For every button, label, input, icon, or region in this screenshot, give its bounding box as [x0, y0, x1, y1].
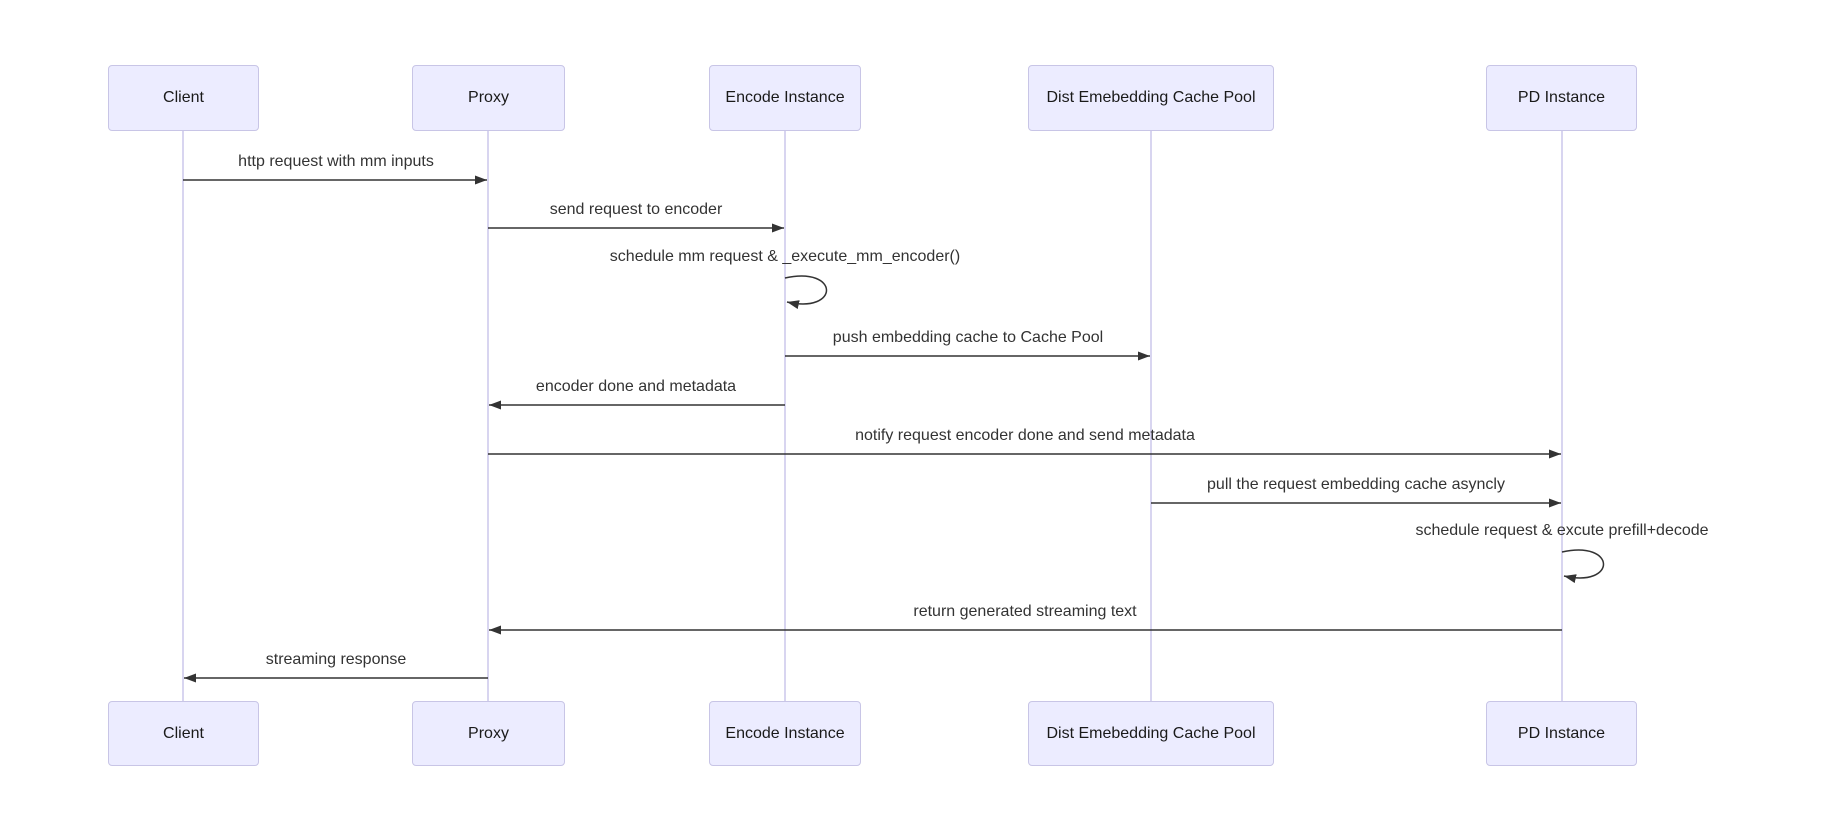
actor-encode-instance-bottom: Encode Instance — [709, 701, 861, 766]
actor-proxy-label: Proxy — [468, 89, 509, 106]
actor-pd-instance-bottom: PD Instance — [1486, 701, 1637, 766]
actor-client-label: Client — [163, 724, 204, 742]
actor-client-top: Client — [108, 65, 259, 131]
message-label-return-streaming-text: return generated streaming text — [913, 603, 1137, 620]
message-label-streaming-response: streaming response — [265, 651, 407, 668]
actor-client-bottom: Client — [108, 701, 259, 766]
actor-client-label: Client — [163, 89, 204, 106]
actor-pd-instance-label: PD Instance — [1517, 89, 1606, 106]
actor-proxy-bottom: Proxy — [412, 701, 565, 766]
actor-cache-pool-label: Dist Emebedding Cache Pool — [1046, 89, 1256, 106]
actor-pd-instance-top: PD Instance — [1486, 65, 1637, 131]
actor-cache-pool-top: Dist Emebedding Cache Pool — [1028, 65, 1274, 131]
actor-cache-pool-bottom: Dist Emebedding Cache Pool — [1028, 701, 1274, 766]
actor-encode-instance-top: Encode Instance — [709, 65, 861, 131]
actor-encode-instance-label: Encode Instance — [725, 89, 845, 106]
message-label-schedule-prefill-decode: schedule request & excute prefill+decode — [1415, 522, 1709, 539]
actor-pd-instance-label: PD Instance — [1517, 724, 1606, 742]
message-label-http-request: http request with mm inputs — [238, 153, 434, 170]
actor-cache-pool-label: Dist Emebedding Cache Pool — [1046, 724, 1256, 742]
actor-proxy-top: Proxy — [412, 65, 565, 131]
actor-encode-instance-label: Encode Instance — [725, 724, 845, 742]
message-label-send-request-to-encoder: send request to encoder — [549, 201, 723, 218]
message-label-schedule-mm-request: schedule mm request & _execute_mm_encode… — [609, 248, 961, 265]
message-label-pull-embedding-cache: pull the request embedding cache asyncly — [1207, 476, 1505, 493]
message-label-notify-encoder-done: notify request encoder done and send met… — [855, 427, 1195, 444]
arrow-self-loop-encode — [784, 275, 828, 310]
message-label-push-embedding-cache: push embedding cache to Cache Pool — [832, 329, 1104, 346]
arrow-self-loop-pd — [1561, 549, 1605, 584]
actor-proxy-label: Proxy — [468, 724, 509, 742]
message-label-encoder-done: encoder done and metadata — [535, 378, 737, 395]
